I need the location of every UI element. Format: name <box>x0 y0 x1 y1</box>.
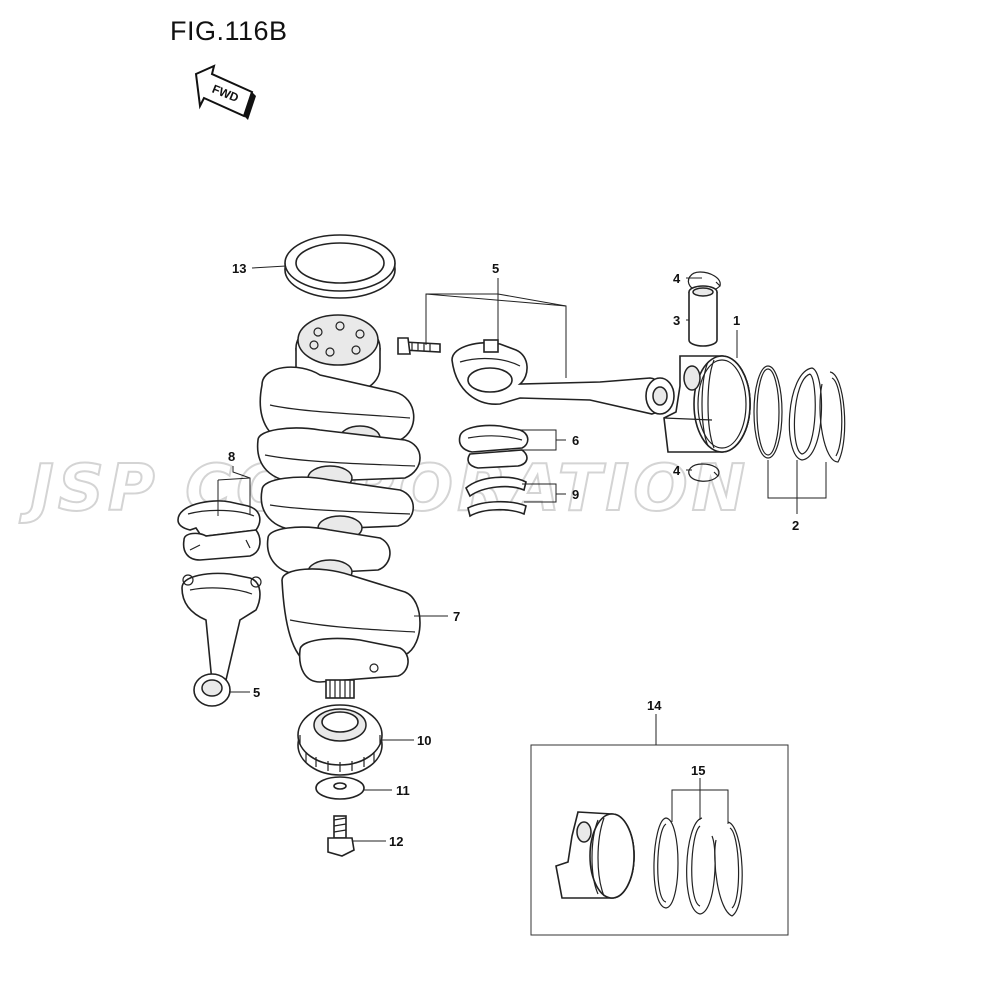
callout-8: 8 <box>228 449 235 464</box>
callout-2: 2 <box>792 518 799 533</box>
connecting-rod-top <box>397 337 675 415</box>
callout-5-left: 5 <box>253 685 260 700</box>
callout-3: 3 <box>673 313 680 328</box>
fwd-arrow-icon: FWD <box>194 64 256 120</box>
callout-12: 12 <box>389 834 403 849</box>
piston-rings <box>753 365 846 463</box>
thrust-washers <box>465 476 527 518</box>
figure-title: FIG.116B <box>170 16 288 46</box>
callout-13: 13 <box>232 261 246 276</box>
conrod-bearing-upper <box>458 424 529 469</box>
connecting-rod-left <box>181 572 262 707</box>
callout-1: 1 <box>733 313 740 328</box>
callout-5-top: 5 <box>492 261 499 276</box>
main-bearing-shells <box>177 500 261 561</box>
oil-seal-ring <box>284 234 396 299</box>
callout-11: 11 <box>396 783 410 798</box>
leader-lines <box>217 265 827 842</box>
callout-10: 10 <box>417 733 431 748</box>
washer <box>315 776 365 800</box>
callout-labels: 13 5 4 3 1 4 2 6 9 8 7 5 10 11 12 14 15 <box>228 261 799 849</box>
piston-pin-clip-bottom <box>688 463 720 482</box>
callout-6: 6 <box>572 433 579 448</box>
callout-15: 15 <box>691 763 705 778</box>
piston <box>663 355 751 453</box>
callout-9: 9 <box>572 487 579 502</box>
callout-7: 7 <box>453 609 460 624</box>
crankshaft-gear <box>297 704 383 776</box>
piston-assembly-inset <box>530 744 789 936</box>
crankshaft <box>256 314 421 699</box>
callout-4-top: 4 <box>673 271 681 286</box>
callout-4-bottom: 4 <box>673 463 681 478</box>
callout-14: 14 <box>647 698 662 713</box>
piston-pin <box>688 285 718 347</box>
bolt <box>327 815 355 857</box>
